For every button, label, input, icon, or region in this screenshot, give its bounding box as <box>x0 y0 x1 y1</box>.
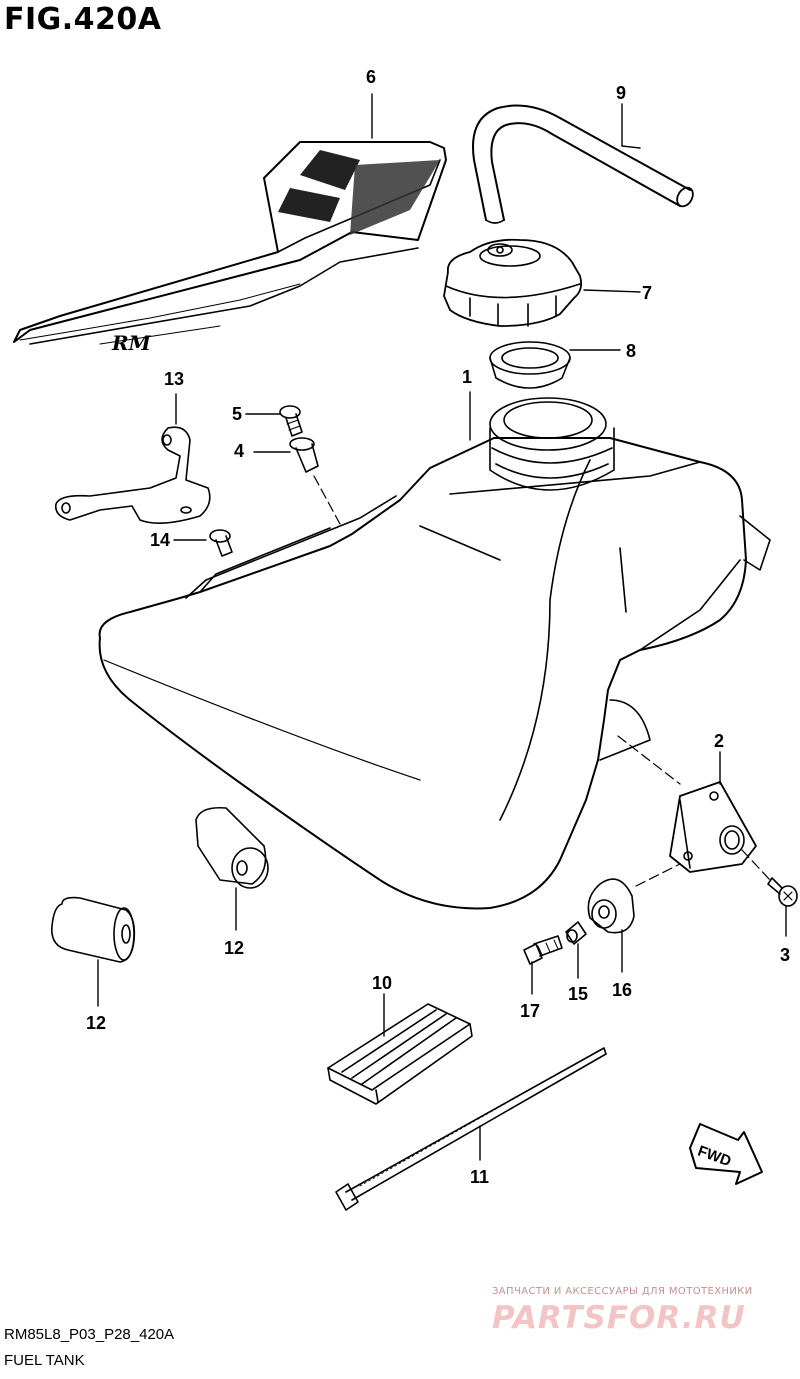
callout-11: 11 <box>470 1167 490 1187</box>
part-3-screw <box>767 877 798 907</box>
part-12-cushion-lower <box>51 896 136 963</box>
part-2-bracket <box>669 781 757 873</box>
part-9-breather-hose <box>472 104 694 224</box>
part-5-bolt <box>279 405 303 437</box>
part-6-tank-decal: RM <box>13 141 447 355</box>
callout-4: 4 <box>234 441 245 461</box>
callout-15: 15 <box>568 984 589 1004</box>
callout-6: 6 <box>366 67 377 87</box>
callout-9: 9 <box>616 83 627 103</box>
watermark-brand: PARTSFOR.RU <box>492 1300 746 1336</box>
part-16-grommet <box>587 878 635 934</box>
alignment-lines <box>313 475 771 887</box>
callout-5: 5 <box>232 404 243 424</box>
footer-name: FUEL TANK <box>4 1352 85 1369</box>
part-8-cap-gasket <box>489 341 571 389</box>
callout-13: 13 <box>164 369 185 389</box>
callout-12-lower: 12 <box>86 1013 107 1033</box>
watermark-tagline: ЗАПЧАСТИ И АКСЕССУАРЫ ДЛЯ МОТОТЕХНИКИ <box>492 1286 753 1297</box>
footer-code: RM85L8_P03_P28_420A <box>4 1326 175 1343</box>
callout-7: 7 <box>642 283 653 303</box>
callout-1: 1 <box>462 367 473 387</box>
part-17-bolt <box>523 935 563 965</box>
figure-title: FIG.420A <box>4 2 162 37</box>
leader-lines <box>97 93 787 1161</box>
part-4-collar <box>289 437 319 473</box>
part-11-cable-tie <box>335 1047 607 1211</box>
callout-10: 10 <box>372 973 393 993</box>
part-14-screw <box>209 529 233 557</box>
part-13-hose-clamp <box>54 426 211 524</box>
callout-3: 3 <box>780 945 791 965</box>
decal-logo-text: RM <box>111 331 152 355</box>
part-1-fuel-tank <box>98 397 771 910</box>
callout-12-upper: 12 <box>224 938 245 958</box>
part-10-pad <box>327 1003 473 1105</box>
callout-2: 2 <box>714 731 725 751</box>
part-12-cushion-upper <box>195 806 269 889</box>
callout-17: 17 <box>520 1001 541 1021</box>
part-7-fuel-cap <box>443 238 583 327</box>
callout-14: 14 <box>150 530 171 550</box>
part-15-collar <box>565 921 587 945</box>
callout-16: 16 <box>612 980 633 1000</box>
callout-8: 8 <box>626 341 637 361</box>
fwd-arrow: FWD <box>689 1123 763 1185</box>
